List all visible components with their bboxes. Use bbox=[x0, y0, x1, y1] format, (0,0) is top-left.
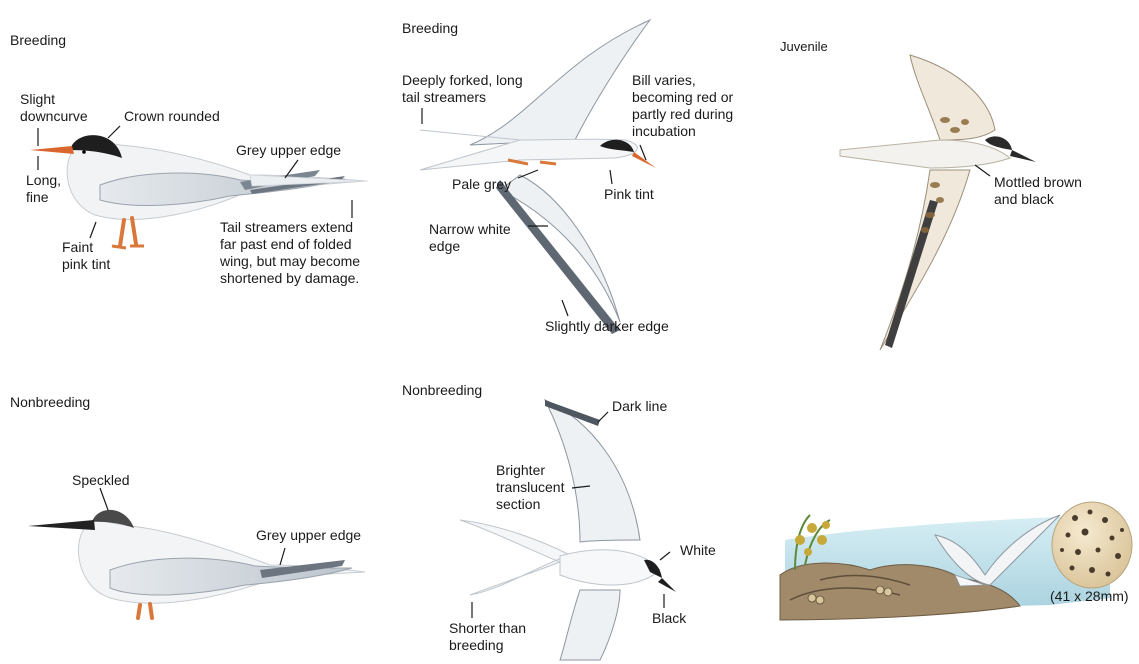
label-mottled-brown-black: Mottled brown and black bbox=[994, 174, 1082, 208]
panel-title-juvenile: Juvenile bbox=[780, 38, 828, 55]
label-white: White bbox=[680, 542, 716, 559]
label-black: Black bbox=[652, 610, 686, 627]
panel-title-breeding-flight: Breeding bbox=[402, 20, 458, 37]
label-dark-line: Dark line bbox=[612, 398, 667, 415]
label-crown-rounded: Crown rounded bbox=[124, 108, 220, 125]
panel-title-nonbreeding-flight: Nonbreeding bbox=[402, 382, 482, 399]
label-grey-upper-edge-nonbreeding: Grey upper edge bbox=[256, 527, 361, 544]
label-shorter-than-breeding: Shorter than breeding bbox=[449, 620, 526, 654]
label-slight-downcurve: Slight downcurve bbox=[20, 91, 88, 125]
panel-title-breeding-perched: Breeding bbox=[10, 32, 66, 49]
label-deeply-forked: Deeply forked, long tail streamers bbox=[402, 72, 523, 106]
label-slightly-darker-edge: Slightly darker edge bbox=[545, 318, 669, 335]
label-pale-grey: Pale grey bbox=[452, 176, 511, 193]
label-narrow-white-edge: Narrow white edge bbox=[429, 221, 511, 255]
label-bill-varies: Bill varies, becoming red or partly red … bbox=[632, 72, 733, 140]
label-egg-size: (41 x 28mm) bbox=[1050, 588, 1129, 605]
label-pink-tint: Pink tint bbox=[604, 186, 654, 203]
label-brighter-translucent: Brighter translucent section bbox=[496, 462, 564, 513]
label-speckled: Speckled bbox=[72, 472, 130, 489]
label-long-fine: Long, fine bbox=[26, 172, 61, 206]
label-faint-pink-tint: Faint pink tint bbox=[62, 239, 110, 273]
panel-title-nonbreeding-perched: Nonbreeding bbox=[10, 394, 90, 411]
label-tail-streamers: Tail streamers extend far past end of fo… bbox=[220, 219, 360, 287]
label-grey-upper-edge-breeding: Grey upper edge bbox=[236, 142, 341, 159]
